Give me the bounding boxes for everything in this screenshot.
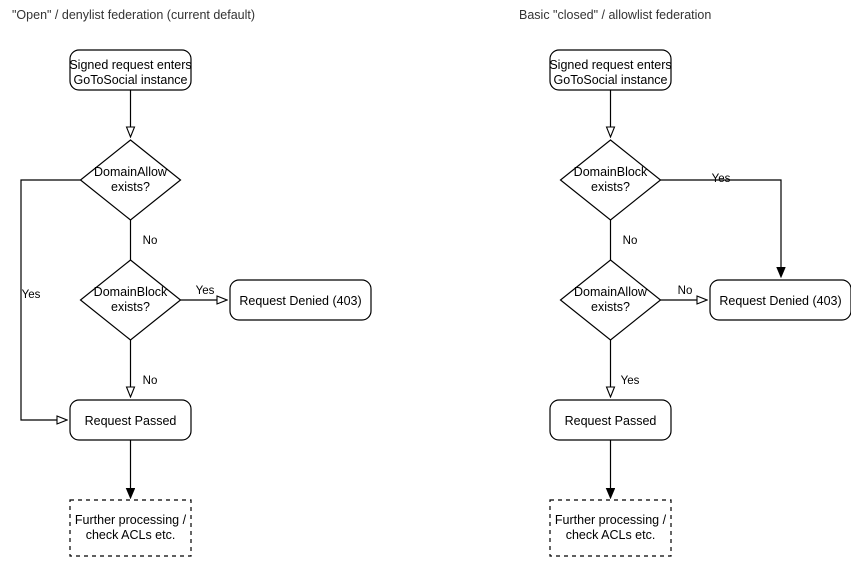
edge-label-allow-yes-left: Yes — [22, 289, 41, 301]
edge-label-block-yes-left: Yes — [196, 285, 215, 297]
decision2-line2: exists? — [111, 300, 150, 314]
node-request-passed-right[interactable]: Request Passed — [549, 399, 672, 441]
node-request-passed-left[interactable]: Request Passed — [69, 399, 192, 441]
edge-label-block-yes-right: Yes — [712, 173, 731, 185]
start-box-line2: GoToSocial instance — [74, 73, 188, 87]
node-further-processing-right[interactable]: Further processing / check ACLs etc. — [549, 499, 672, 557]
node-decision-domainallow-right[interactable]: DomainAllow exists? — [559, 259, 662, 341]
passed-box-label: Request Passed — [85, 414, 177, 428]
further-box-line1-right: Further processing / — [555, 513, 667, 527]
edge-label-allow-no-right: No — [678, 285, 693, 297]
diagram-denylist: "Open" / denylist federation (current de… — [12, 8, 372, 557]
further-box-shape[interactable] — [69, 499, 192, 557]
node-decision-domainblock-left[interactable]: DomainBlock exists? — [79, 259, 182, 341]
node-request-denied-right[interactable]: Request Denied (403) — [709, 279, 851, 321]
denied-box-shape[interactable] — [229, 279, 372, 321]
diagram-title-allowlist: Basic "closed" / allowlist federation — [519, 8, 711, 22]
further-box-shape-right[interactable] — [549, 499, 672, 557]
decision2-line1: DomainBlock — [94, 285, 168, 299]
further-box-line2: check ACLs etc. — [86, 528, 176, 542]
denied-box-shape-right[interactable] — [709, 279, 851, 321]
passed-box-label-right: Request Passed — [565, 414, 657, 428]
denied-box-label-right: Request Denied (403) — [719, 294, 841, 308]
edge-label-block-no-left: No — [143, 375, 158, 387]
decision1-line2-right: exists? — [591, 180, 630, 194]
further-box-line2-right: check ACLs etc. — [566, 528, 656, 542]
denied-box-label: Request Denied (403) — [239, 294, 361, 308]
node-request-denied-left[interactable]: Request Denied (403) — [229, 279, 372, 321]
start-box-line2-right: GoToSocial instance — [554, 73, 668, 87]
decision1-line2: exists? — [111, 180, 150, 194]
start-box-line1: Signed request enters — [69, 58, 191, 72]
node-start-right[interactable]: Signed request enters GoToSocial instanc… — [549, 49, 672, 91]
further-box-line1: Further processing / — [75, 513, 187, 527]
decision2-line2-right: exists? — [591, 300, 630, 314]
diagram-allowlist: Basic "closed" / allowlist federation Si… — [519, 8, 851, 557]
edge-label-allow-yes-right: Yes — [621, 375, 640, 387]
diagram-title-denylist: "Open" / denylist federation (current de… — [12, 8, 255, 22]
decision1-line1-right: DomainBlock — [574, 165, 648, 179]
node-decision-domainallow-left[interactable]: DomainAllow exists? — [79, 139, 182, 221]
decision2-line1-right: DomainAllow — [574, 285, 648, 299]
node-further-processing-left[interactable]: Further processing / check ACLs etc. — [69, 499, 192, 557]
edge-decision1-yes-to-passed — [20, 179, 81, 420]
edge-label-block-no-right: No — [623, 235, 638, 247]
start-box-line1-right: Signed request enters — [549, 58, 671, 72]
decision1-line1: DomainAllow — [94, 165, 168, 179]
node-start-left[interactable]: Signed request enters GoToSocial instanc… — [69, 49, 192, 91]
edge-decision1-yes-to-denied-right — [660, 179, 782, 276]
node-decision-domainblock-right[interactable]: DomainBlock exists? — [559, 139, 662, 221]
edge-label-allow-no-left: No — [143, 235, 158, 247]
